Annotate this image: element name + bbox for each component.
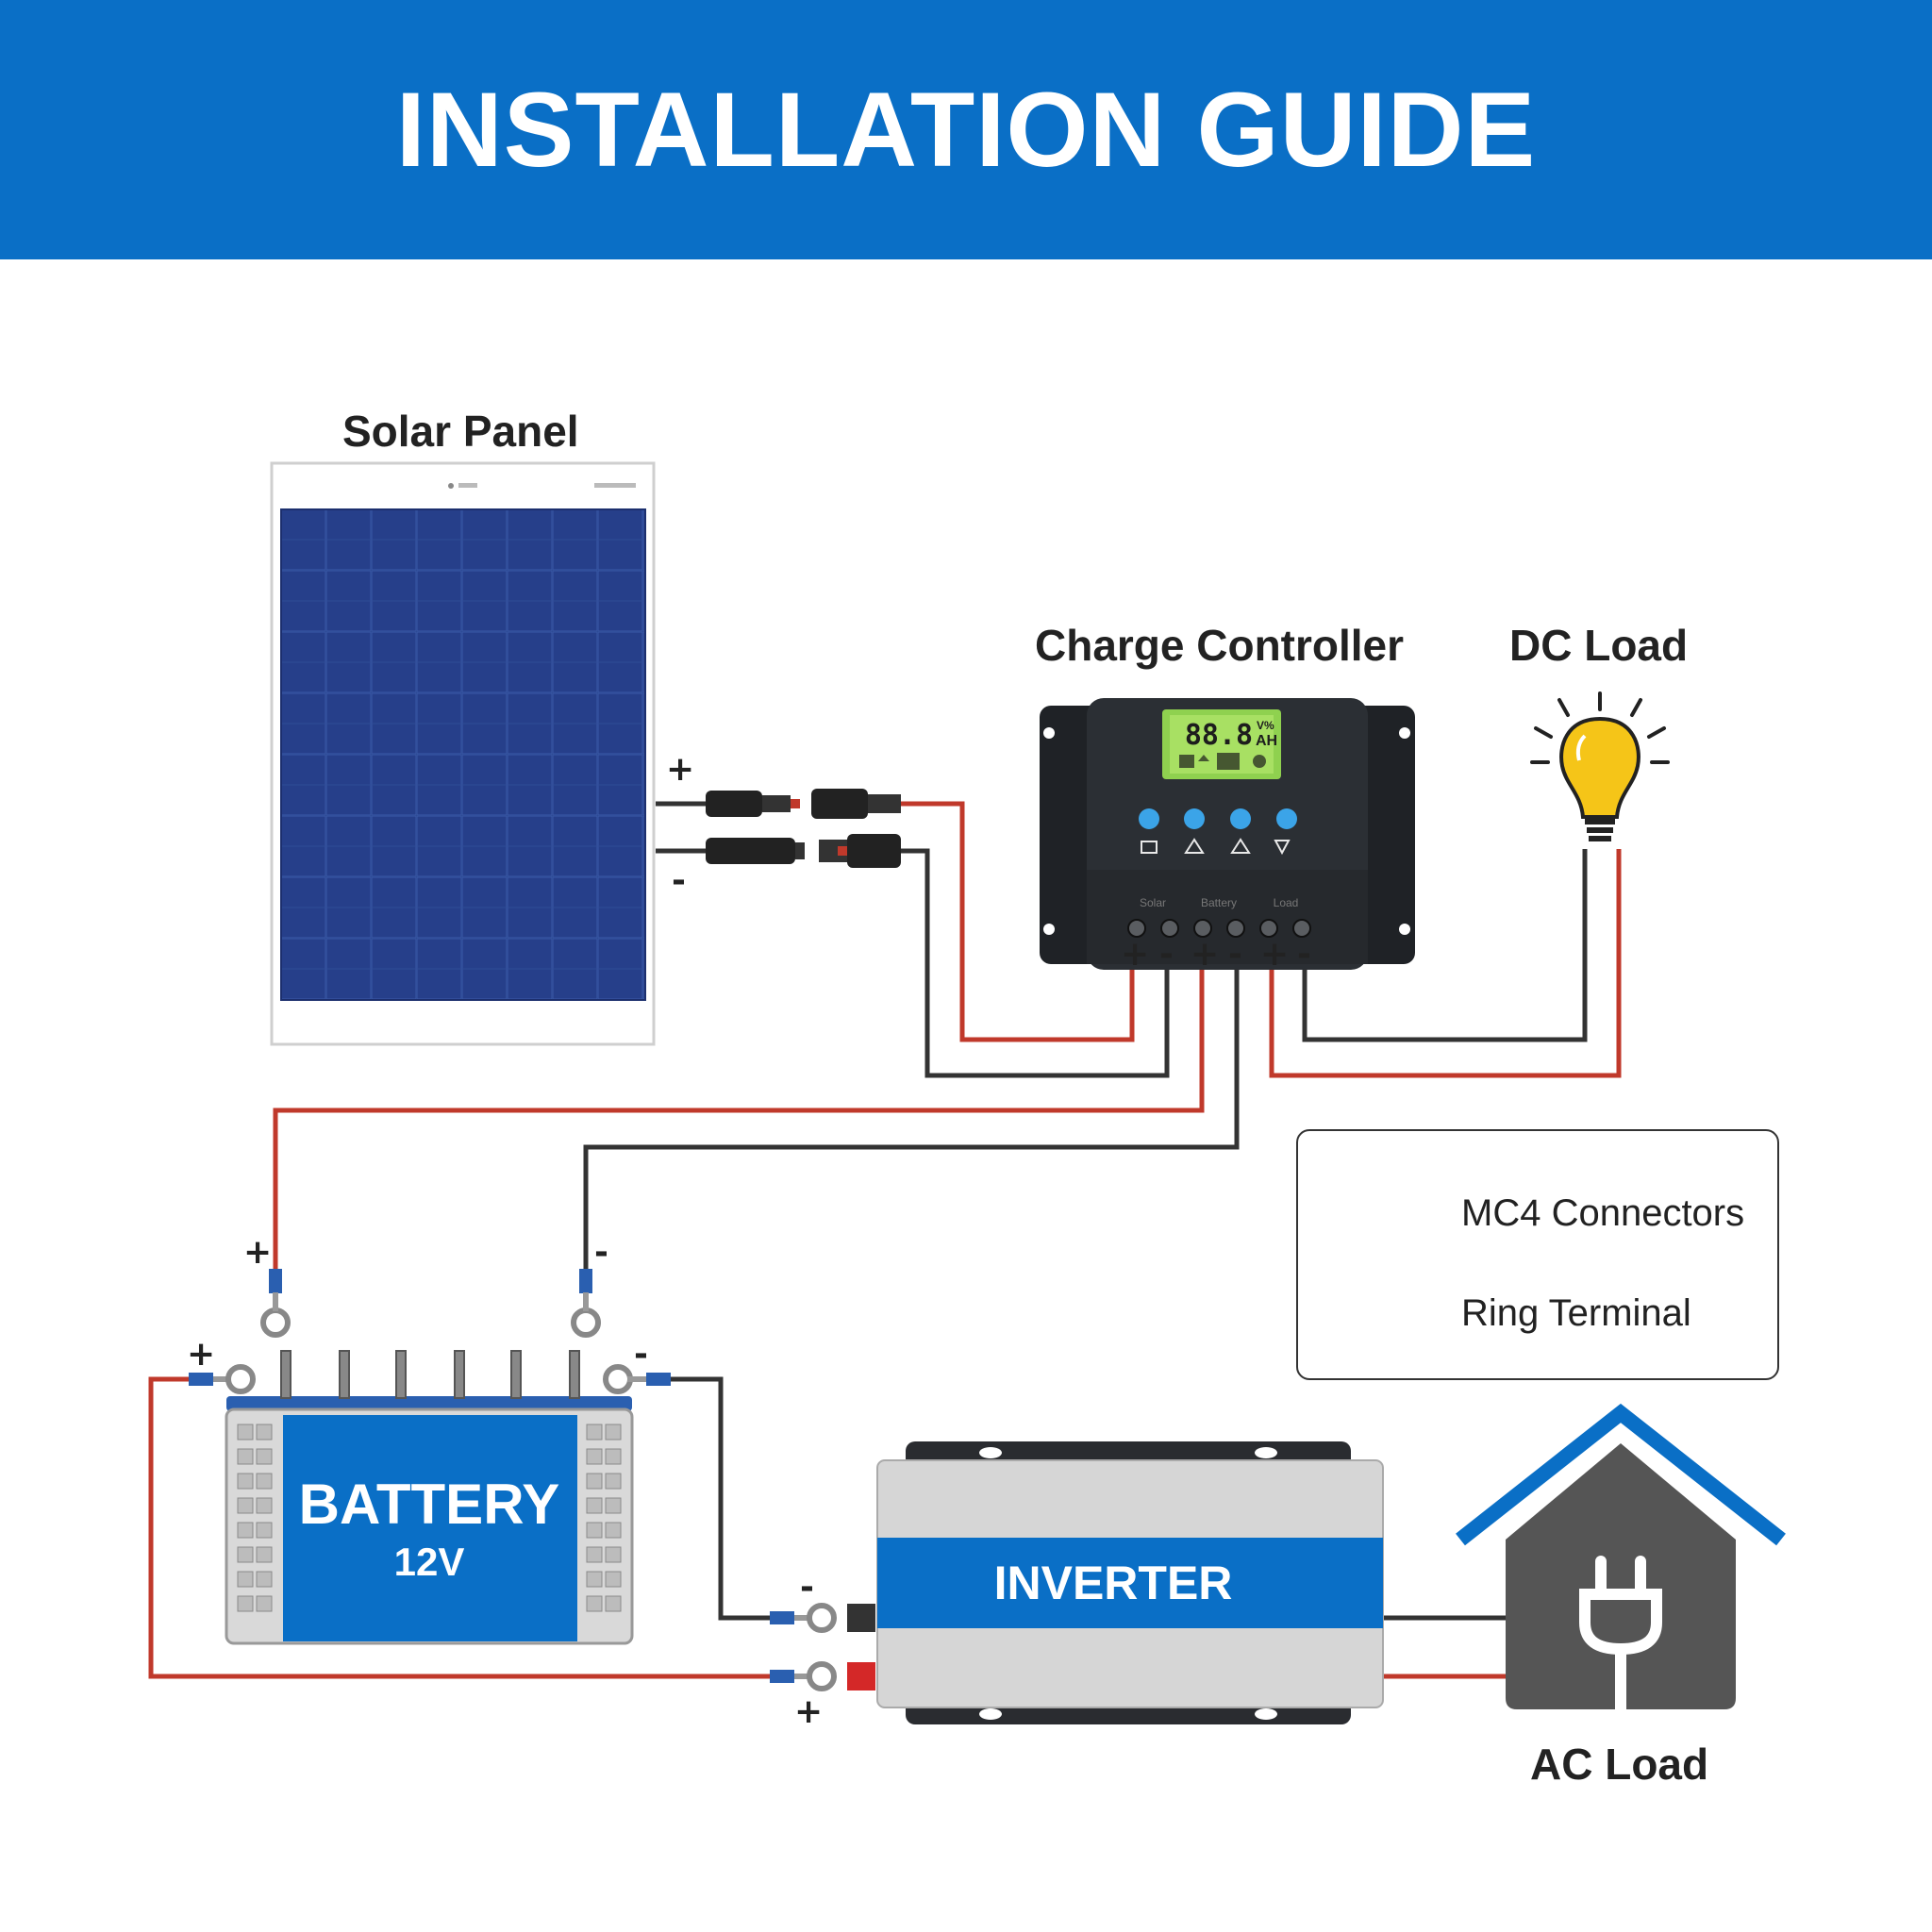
battery: BATTERY 12V [225, 1350, 634, 1645]
controller-terminal-label-load: Load [1274, 896, 1299, 909]
wire-load-negative [1302, 849, 1588, 1042]
inverter-plus-sign: + [794, 1692, 824, 1731]
wire-load-positive [1269, 849, 1622, 1078]
charge-controller-label: Charge Controller [1035, 621, 1405, 670]
controller-terminal-label-battery: Battery [1201, 896, 1237, 909]
battery-label: BATTERY [299, 1473, 560, 1536]
dc-load-label: DC Load [1509, 621, 1689, 670]
battery-voltage: 12V [394, 1540, 465, 1584]
ring-terminal-icon [571, 1269, 601, 1338]
wire-battery-negative [583, 953, 1240, 1278]
ring-terminal-icon [260, 1269, 291, 1338]
page-title: INSTALLATION GUIDE [395, 71, 1537, 189]
controller-button-down [1230, 808, 1251, 829]
controller-display-units-bottom: AH [1256, 733, 1277, 749]
controller-battery-minus-sign: - [1228, 935, 1242, 974]
ring-terminals [189, 1269, 837, 1691]
wire-battery-positive [273, 953, 1205, 1278]
header-banner: INSTALLATION GUIDE [0, 0, 1932, 259]
wire-inverter-positive [148, 1376, 778, 1679]
wire-inverter-negative [660, 1376, 778, 1621]
house-icon [1456, 1403, 1786, 1715]
legend-box: MC4 Connectors Ring Terminal [1296, 1129, 1779, 1380]
battery-cable-plus-sign: + [243, 1233, 273, 1272]
legend-ring-terminal-label: Ring Terminal [1461, 1292, 1691, 1334]
battery-cable-minus-sign: - [594, 1233, 608, 1272]
wires [148, 801, 1622, 1679]
solar-minus-sign: - [672, 861, 686, 900]
controller-button-set [1276, 808, 1297, 829]
battery-plus-sign: + [187, 1335, 216, 1374]
ac-load-label: AC Load [1530, 1740, 1709, 1789]
wire-solar-negative [901, 848, 1170, 1078]
legend-mc4-connectors-label: MC4 Connectors [1461, 1192, 1745, 1234]
controller-solar-minus-sign: - [1159, 935, 1174, 974]
inverter-label: INVERTER [994, 1557, 1233, 1609]
ring-terminal-icon [189, 1364, 256, 1394]
solar-panel [270, 461, 656, 1046]
ring-terminal-icon [770, 1661, 837, 1691]
ring-terminal-icon [770, 1603, 837, 1633]
mc4-connectors-solar [706, 789, 901, 868]
mc4-connector-icon [706, 789, 901, 819]
charge-controller: 88.8 V% AH Solar Battery Load [1040, 698, 1415, 970]
controller-battery-plus-sign: + [1191, 935, 1220, 974]
ring-terminal-icon [603, 1364, 671, 1394]
controller-terminal-label-solar: Solar [1140, 896, 1166, 909]
wire-solar-positive [901, 801, 1135, 1042]
controller-display-units-top: V% [1257, 719, 1274, 732]
inverter: INVERTER [847, 1441, 1384, 1724]
controller-display-value: 88.8 [1185, 719, 1253, 752]
light-bulb-icon [1530, 691, 1670, 841]
solar-panel-label: Solar Panel [342, 407, 579, 456]
controller-solar-plus-sign: + [1121, 935, 1150, 974]
battery-minus-sign: - [634, 1335, 648, 1374]
controller-button-up [1184, 808, 1205, 829]
controller-button-menu [1139, 808, 1159, 829]
plug-icon [1579, 1556, 1662, 1715]
controller-load-plus-sign: + [1260, 935, 1290, 974]
controller-load-minus-sign: - [1297, 935, 1311, 974]
solar-plus-sign: + [666, 750, 695, 789]
inverter-minus-sign: - [800, 1568, 814, 1607]
mc4-connector-icon [706, 834, 901, 868]
